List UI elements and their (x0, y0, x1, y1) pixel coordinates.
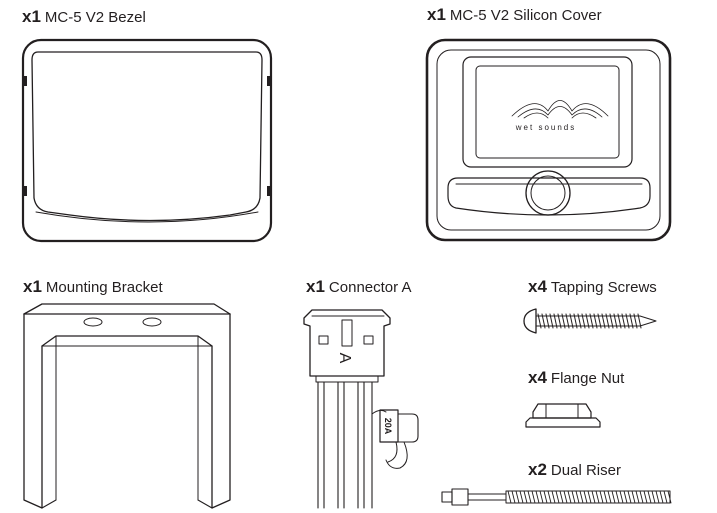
part-name: Dual Riser (550, 462, 621, 479)
part-name: MC-5 V2 Bezel (44, 9, 146, 26)
part-qty: x1 (306, 277, 325, 296)
part-name: Flange Nut (550, 370, 625, 387)
connector-letter: A (336, 353, 353, 364)
fuse-rating: 20A (383, 418, 393, 435)
wet-sounds-logo-icon: wet sounds (511, 100, 609, 132)
bracket-hole (83, 317, 103, 327)
part-name: Connector A (328, 279, 412, 296)
part-qty: x1 (22, 7, 41, 26)
part-qty: x4 (528, 368, 547, 387)
part-name: Tapping Screws (550, 279, 657, 296)
part-name: Mounting Bracket (45, 279, 163, 296)
part-name: MC-5 V2 Silicon Cover (449, 7, 602, 24)
part-qty: x1 (427, 5, 446, 24)
bracket-hole (142, 317, 162, 327)
logo-text: wet sounds (515, 123, 576, 132)
part-qty: x4 (528, 277, 547, 296)
part-qty: x2 (528, 460, 547, 479)
part-qty: x1 (23, 277, 42, 296)
